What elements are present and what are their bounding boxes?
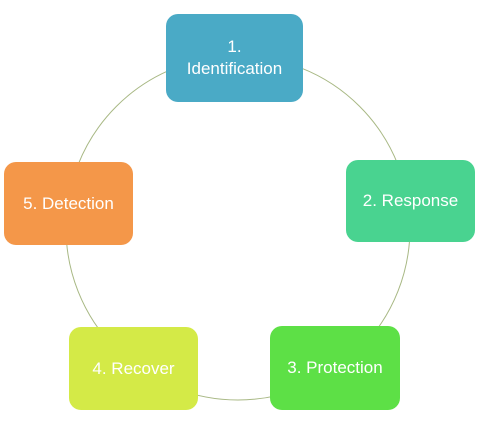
- step-identification: 1. Identification: [166, 14, 303, 102]
- step-protection: 3. Protection: [270, 326, 400, 410]
- step-recover: 4. Recover: [69, 327, 198, 410]
- step-detection: 5. Detection: [4, 162, 133, 245]
- step-response: 2. Response: [346, 160, 475, 242]
